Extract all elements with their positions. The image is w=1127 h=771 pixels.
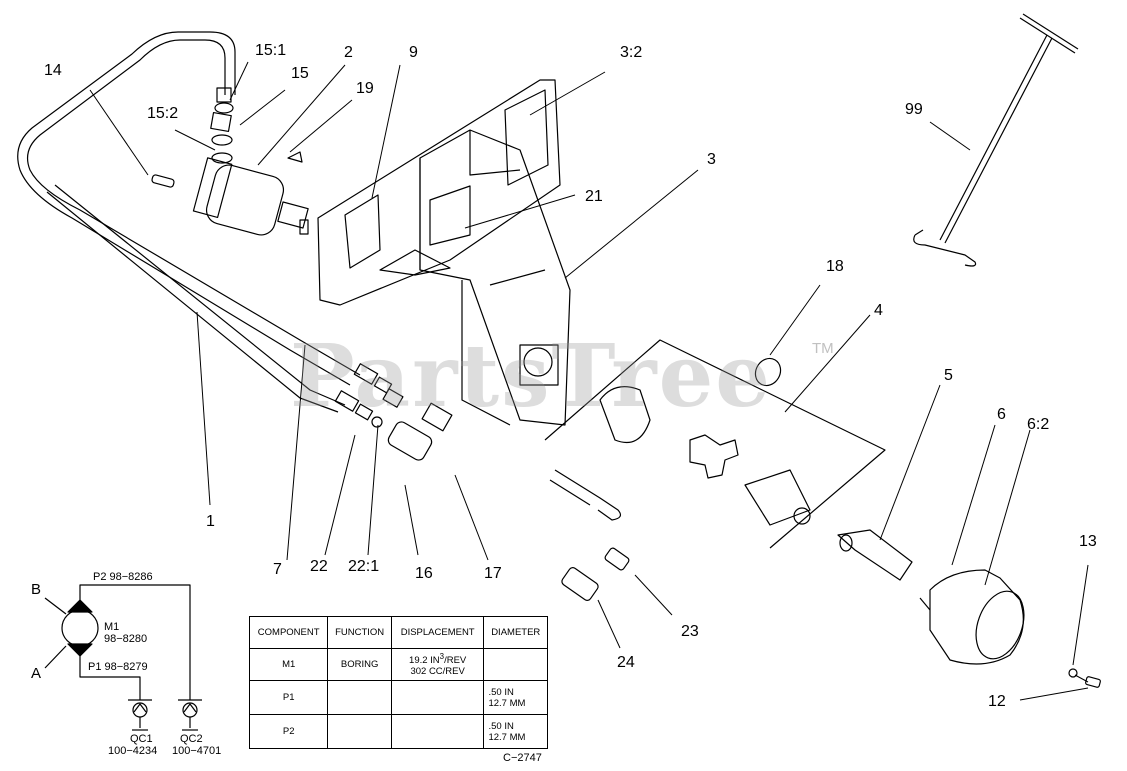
cell-component: P1: [248, 680, 329, 715]
header-displacement: DISPLACEMENT: [390, 616, 485, 649]
table-row: P2 .50 IN 12.7 MM: [248, 714, 548, 749]
m1-label: M1: [104, 621, 120, 633]
table-row: M1 BORING 19.2 IN3/REV 302 CC/REV: [248, 648, 548, 681]
callout-2[interactable]: 2: [344, 44, 353, 61]
hydraulic-schematic: [44, 584, 202, 731]
main-frame: [379, 129, 571, 426]
clip-part: [287, 151, 303, 163]
cell-diameter: [483, 648, 548, 681]
mounting-plate: [317, 79, 561, 306]
displacement-line1: 19.2 IN: [409, 655, 440, 667]
callout-15-1[interactable]: 15:1: [255, 42, 287, 59]
hose-fittings: [334, 363, 453, 461]
drawing-reference: C−2747: [503, 752, 542, 764]
callout-23[interactable]: 23: [681, 623, 699, 640]
callout-15-2[interactable]: 15:2: [147, 105, 179, 122]
qc1-part-label: 100−4234: [108, 745, 158, 757]
washer-part: [1068, 668, 1078, 678]
hose-assembly: [17, 31, 361, 413]
cell-function: [327, 714, 392, 749]
port-a-label: A: [31, 665, 42, 682]
callout-16[interactable]: 16: [415, 565, 433, 582]
callout-14[interactable]: 14: [44, 62, 62, 79]
watermark: PartsTree: [290, 326, 773, 427]
fitting-23-part: [604, 547, 630, 571]
coupler-assembly: [544, 339, 886, 549]
displacement-line2: 302 CC/REV: [410, 666, 465, 678]
header-function: FUNCTION: [327, 616, 392, 649]
callout-24[interactable]: 24: [617, 654, 635, 671]
callout-4[interactable]: 4: [874, 302, 883, 319]
callout-9[interactable]: 9: [409, 44, 418, 61]
callout-7[interactable]: 7: [273, 561, 282, 578]
callout-3-2[interactable]: 3:2: [620, 44, 643, 61]
cell-displacement: [390, 714, 485, 749]
diameter-line2: 12.7 MM: [488, 731, 526, 743]
leader-lines: [89, 61, 1089, 701]
callout-19[interactable]: 19: [356, 80, 374, 97]
diameter-line2: 12.7 MM: [488, 697, 526, 709]
callout-22[interactable]: 22: [310, 558, 328, 575]
t-handle-tool: [913, 13, 1079, 267]
fitting-24-part: [561, 567, 599, 601]
cell-component: P2: [248, 714, 329, 749]
cell-displacement: [390, 680, 485, 715]
displacement-sup: 3: [439, 651, 445, 661]
callout-99[interactable]: 99: [905, 101, 923, 118]
housing: [919, 569, 1025, 665]
cell-diameter: .50 IN 12.7 MM: [483, 680, 548, 715]
p1-label: P1 98−8279: [88, 661, 148, 673]
qc2-label: QC2: [180, 733, 203, 745]
callout-5[interactable]: 5: [944, 367, 953, 384]
spec-table: COMPONENT FUNCTION DISPLACEMENT DIAMETER…: [248, 616, 548, 749]
displacement-suffix: /REV: [444, 655, 467, 667]
diameter-line1: .50 IN: [488, 720, 514, 732]
pin-part: [151, 174, 175, 188]
cell-displacement: 19.2 IN3/REV 302 CC/REV: [390, 648, 485, 681]
bolt-part: [1085, 676, 1101, 688]
hydraulic-motor: [192, 87, 309, 236]
table-row: P1 .50 IN 12.7 MM: [248, 680, 548, 715]
callout-3[interactable]: 3: [707, 151, 716, 168]
callout-22-1[interactable]: 22:1: [348, 558, 380, 575]
callout-21[interactable]: 21: [585, 188, 603, 205]
qc1-label: QC1: [130, 733, 153, 745]
cell-function: [327, 680, 392, 715]
callout-18[interactable]: 18: [826, 258, 844, 275]
cell-component: M1: [248, 648, 329, 681]
p2-label: P2 98−8286: [93, 571, 153, 583]
drive-shaft: [837, 529, 913, 581]
callout-6-2[interactable]: 6:2: [1027, 416, 1050, 433]
cell-diameter: .50 IN 12.7 MM: [483, 714, 548, 749]
header-component: COMPONENT: [248, 616, 329, 649]
callout-6[interactable]: 6: [997, 406, 1006, 423]
spec-table-header: COMPONENT FUNCTION DISPLACEMENT DIAMETER: [248, 616, 548, 649]
diameter-line1: .50 IN: [488, 686, 514, 698]
port-b-label: B: [31, 581, 42, 598]
callout-15[interactable]: 15: [291, 65, 309, 82]
m1-part-label: 98−8280: [104, 633, 148, 645]
qc2-part-label: 100−4701: [172, 745, 222, 757]
callout-17[interactable]: 17: [484, 565, 502, 582]
callout-12[interactable]: 12: [988, 693, 1006, 710]
callout-1[interactable]: 1: [206, 513, 215, 530]
header-diameter: DIAMETER: [483, 616, 548, 649]
trademark-mark: TM: [812, 340, 834, 357]
cell-function: BORING: [327, 648, 392, 681]
callout-13[interactable]: 13: [1079, 533, 1097, 550]
